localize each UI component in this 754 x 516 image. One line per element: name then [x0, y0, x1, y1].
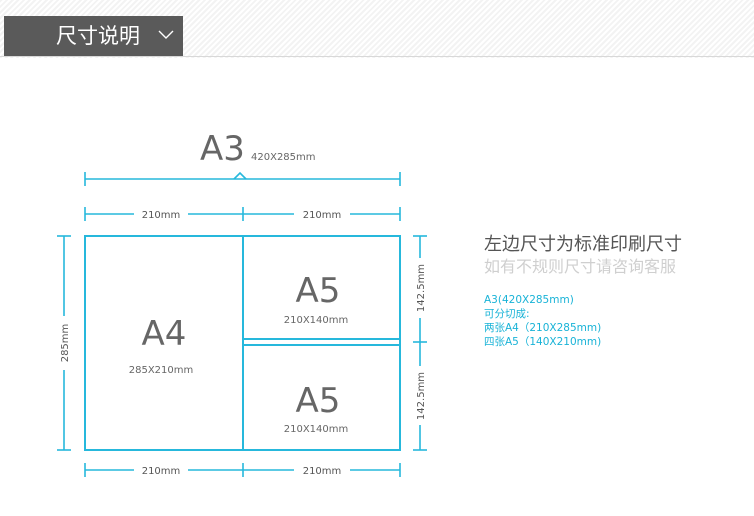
a3-width-bracket — [84, 171, 401, 186]
dim-right-top: 142.5mm — [416, 264, 427, 312]
dim-right-bottom: 142.5mm — [416, 372, 427, 420]
dim-top-left: 210mm — [142, 210, 181, 221]
standard-size-note: 左边尺寸为标准印刷尺寸 — [484, 234, 682, 255]
bottom-dimension-line — [84, 463, 401, 477]
top-dimension-line — [84, 207, 401, 221]
a3-size: 420X285mm — [251, 152, 316, 163]
a4-label: A4 — [142, 314, 187, 354]
size-guide-tab[interactable]: 尺寸说明 — [4, 16, 183, 56]
left-dimension-line — [57, 235, 71, 451]
spec-line: 两张A4（210X285mm) — [484, 322, 602, 334]
a4-size: 285X210mm — [129, 365, 194, 376]
a5-bottom-label: A5 — [296, 381, 341, 421]
dim-top-right: 210mm — [303, 210, 342, 221]
a5-bottom-size: 210X140mm — [284, 424, 349, 435]
custom-size-note: 如有不规则尺寸请咨询客服 — [484, 257, 677, 276]
spec-line: A3(420X285mm) — [484, 294, 574, 306]
page-title: 尺寸说明 — [56, 24, 140, 48]
dim-bottom-right: 210mm — [303, 466, 342, 477]
chevron-down-icon — [158, 30, 174, 39]
sheet-outline — [84, 235, 401, 451]
a5-top-label: A5 — [296, 271, 341, 311]
spec-line: 可分切成: — [484, 308, 530, 320]
a3-label: A3 — [200, 129, 245, 169]
dim-left: 285mm — [60, 324, 71, 363]
spec-line: 四张A5（140X210mm) — [484, 336, 602, 348]
right-dimension-line — [413, 235, 427, 451]
header-divider — [0, 56, 754, 57]
a5-top-size: 210X140mm — [284, 315, 349, 326]
dim-bottom-left: 210mm — [142, 466, 181, 477]
